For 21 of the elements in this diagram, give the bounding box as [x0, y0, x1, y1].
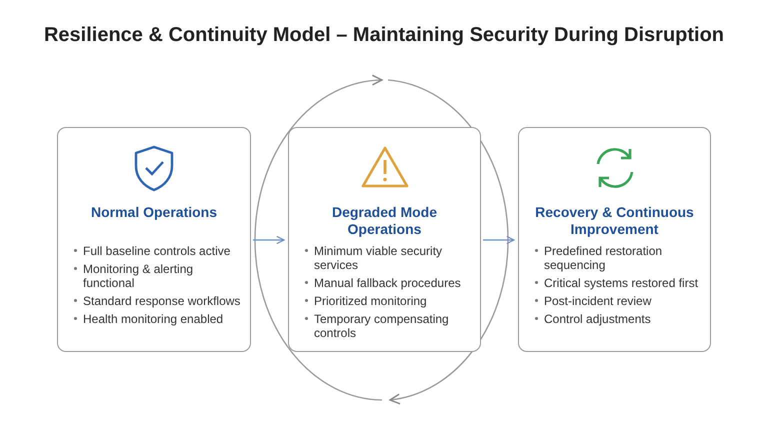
- arrow: [483, 236, 515, 244]
- bullet-item: Minimum viable security services: [314, 244, 444, 272]
- stage-card: [57, 127, 251, 352]
- bullet-item: Control adjustments: [544, 312, 652, 326]
- arrow: [253, 236, 285, 244]
- stage-heading: Degraded Mode Operations: [330, 204, 438, 238]
- bullet-item: Critical systems restored first: [544, 276, 700, 290]
- bullet-item: Temporary compensating controls: [314, 312, 450, 340]
- stage-heading: Normal Operations: [90, 204, 218, 221]
- diagram-title: Resilience & Continuity Model – Maintaining Security During Disruption: [42, 24, 726, 47]
- bullet-item: Prioritized monitoring: [314, 294, 428, 308]
- bullet-item: Manual fallback procedures: [314, 276, 462, 290]
- bullet-item: Standard response workflows: [83, 294, 242, 308]
- stage-card: [518, 127, 711, 352]
- bullet-item: Monitoring & alerting functional: [83, 262, 194, 290]
- stage-card: [288, 127, 481, 352]
- bullet-item: Post-incident review: [544, 294, 652, 308]
- bullet-item: Full baseline controls active: [83, 244, 232, 258]
- bullet-item: Predefined restoration sequencing: [544, 244, 664, 272]
- bullet-item: Health monitoring enabled: [83, 312, 224, 326]
- stage-heading: Recovery & Continuous Improvement: [534, 204, 695, 238]
